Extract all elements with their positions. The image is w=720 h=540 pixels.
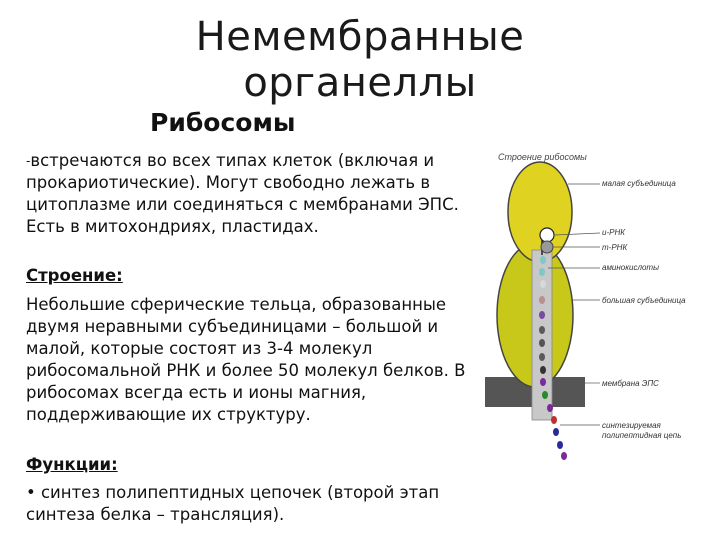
functions-paragraph: • синтез полипептидных цепочек (второй э… bbox=[26, 482, 466, 526]
functions-text: синтез полипептидных цепочек (второй эта… bbox=[26, 483, 440, 524]
functions-heading: Функции: bbox=[26, 455, 118, 474]
mrna-loop bbox=[539, 227, 555, 243]
label-trna: т-РНК bbox=[602, 243, 628, 252]
section-title: Рибосомы bbox=[150, 108, 296, 137]
label-lines bbox=[548, 183, 601, 426]
label-membrane: мембрана ЭПС bbox=[602, 379, 659, 388]
intro-bullet: - bbox=[26, 154, 31, 168]
ribosome-diagram: Строение рибосомы bbox=[480, 140, 715, 480]
intro-paragraph: -встречаются во всех типах клеток (включ… bbox=[26, 150, 466, 238]
label-amino-acids: аминокислоты bbox=[602, 263, 659, 272]
label-small-subunit: малая субъединица bbox=[602, 179, 676, 188]
intro-text: встречаются во всех типах клеток (включа… bbox=[26, 151, 459, 236]
structure-text: Небольшие сферические тельца, образованн… bbox=[26, 295, 466, 424]
structure-heading: Строение: bbox=[26, 266, 123, 285]
functions-bullet: • bbox=[26, 483, 36, 502]
page-title: Немембранные органеллы bbox=[195, 14, 525, 106]
amino-acid-chain bbox=[539, 256, 567, 460]
label-mrna: и-РНК bbox=[602, 228, 626, 237]
trna-icon bbox=[540, 240, 554, 254]
diagram-title: Строение рибосомы bbox=[498, 152, 587, 162]
label-large-subunit: большая субъединица bbox=[602, 296, 686, 305]
